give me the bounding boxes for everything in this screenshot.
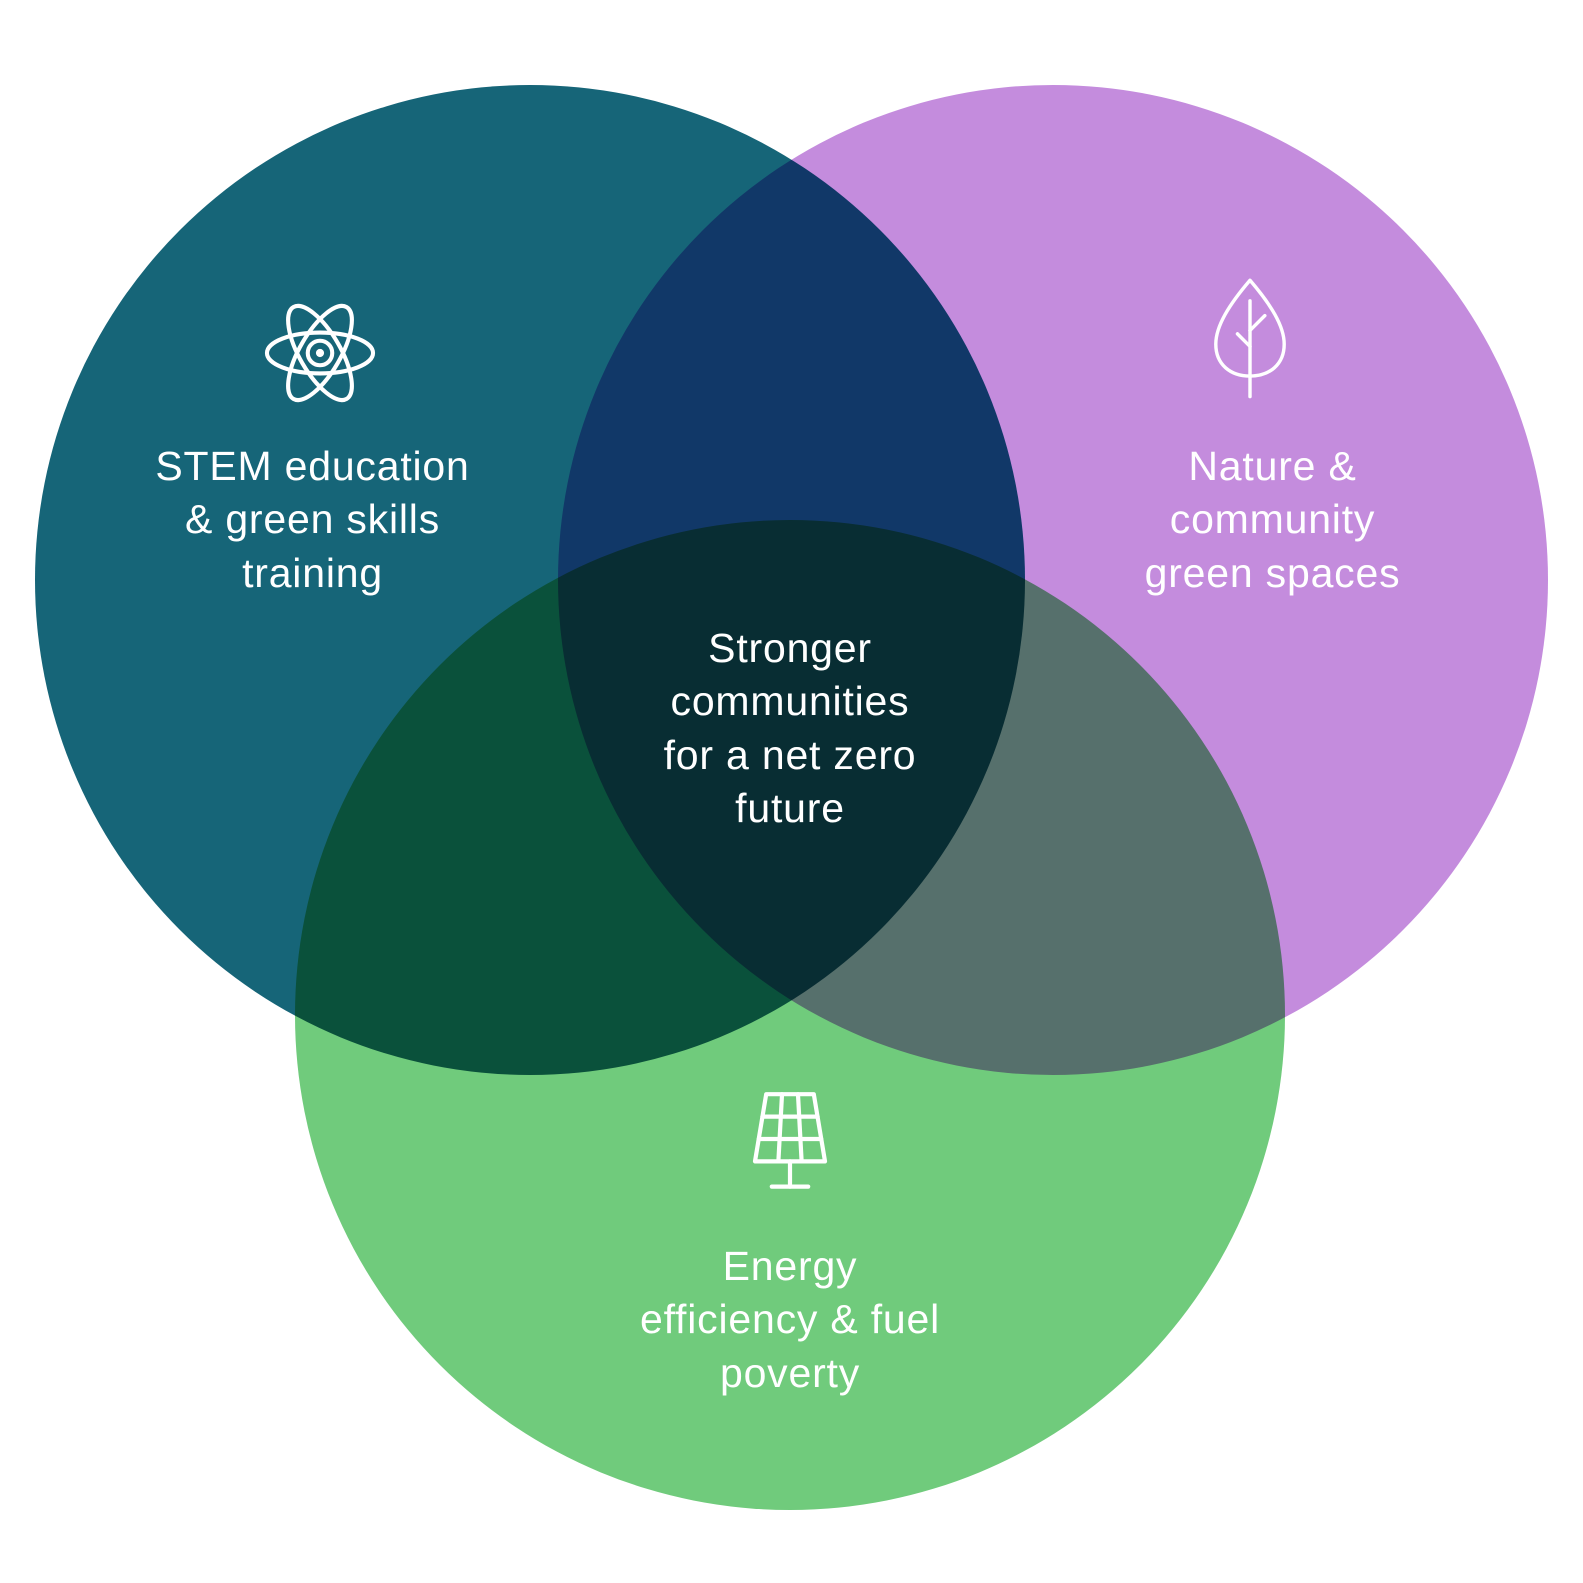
- label-line: community: [1169, 496, 1376, 543]
- label-line: Nature &: [1188, 443, 1357, 489]
- label-line: Stronger: [708, 625, 872, 671]
- label-line: poverty: [719, 1349, 861, 1396]
- label-center-intersection: Stronger communities for a net zero futu…: [620, 622, 960, 835]
- label-line: training: [242, 549, 383, 596]
- label-line: STEM education: [155, 443, 470, 489]
- leaf-icon: [1193, 268, 1307, 410]
- label-line: communities: [670, 678, 910, 725]
- label-line: for a net zero: [663, 731, 917, 778]
- label-line: future: [735, 784, 845, 831]
- label-line: & green skills: [184, 496, 441, 543]
- label-line: green spaces: [1144, 549, 1401, 596]
- solar-panel-icon: [720, 1082, 860, 1210]
- label-energy-efficiency: Energy efficiency & fuel poverty: [580, 1240, 1000, 1400]
- label-stem-education: STEM education & green skills training: [100, 440, 525, 600]
- label-nature-green-spaces: Nature & community green spaces: [1080, 440, 1465, 600]
- circle-energy-efficiency: [295, 520, 1285, 1510]
- label-line: Energy: [722, 1243, 858, 1289]
- label-line: efficiency & fuel: [640, 1296, 940, 1343]
- atom-icon: [252, 285, 388, 421]
